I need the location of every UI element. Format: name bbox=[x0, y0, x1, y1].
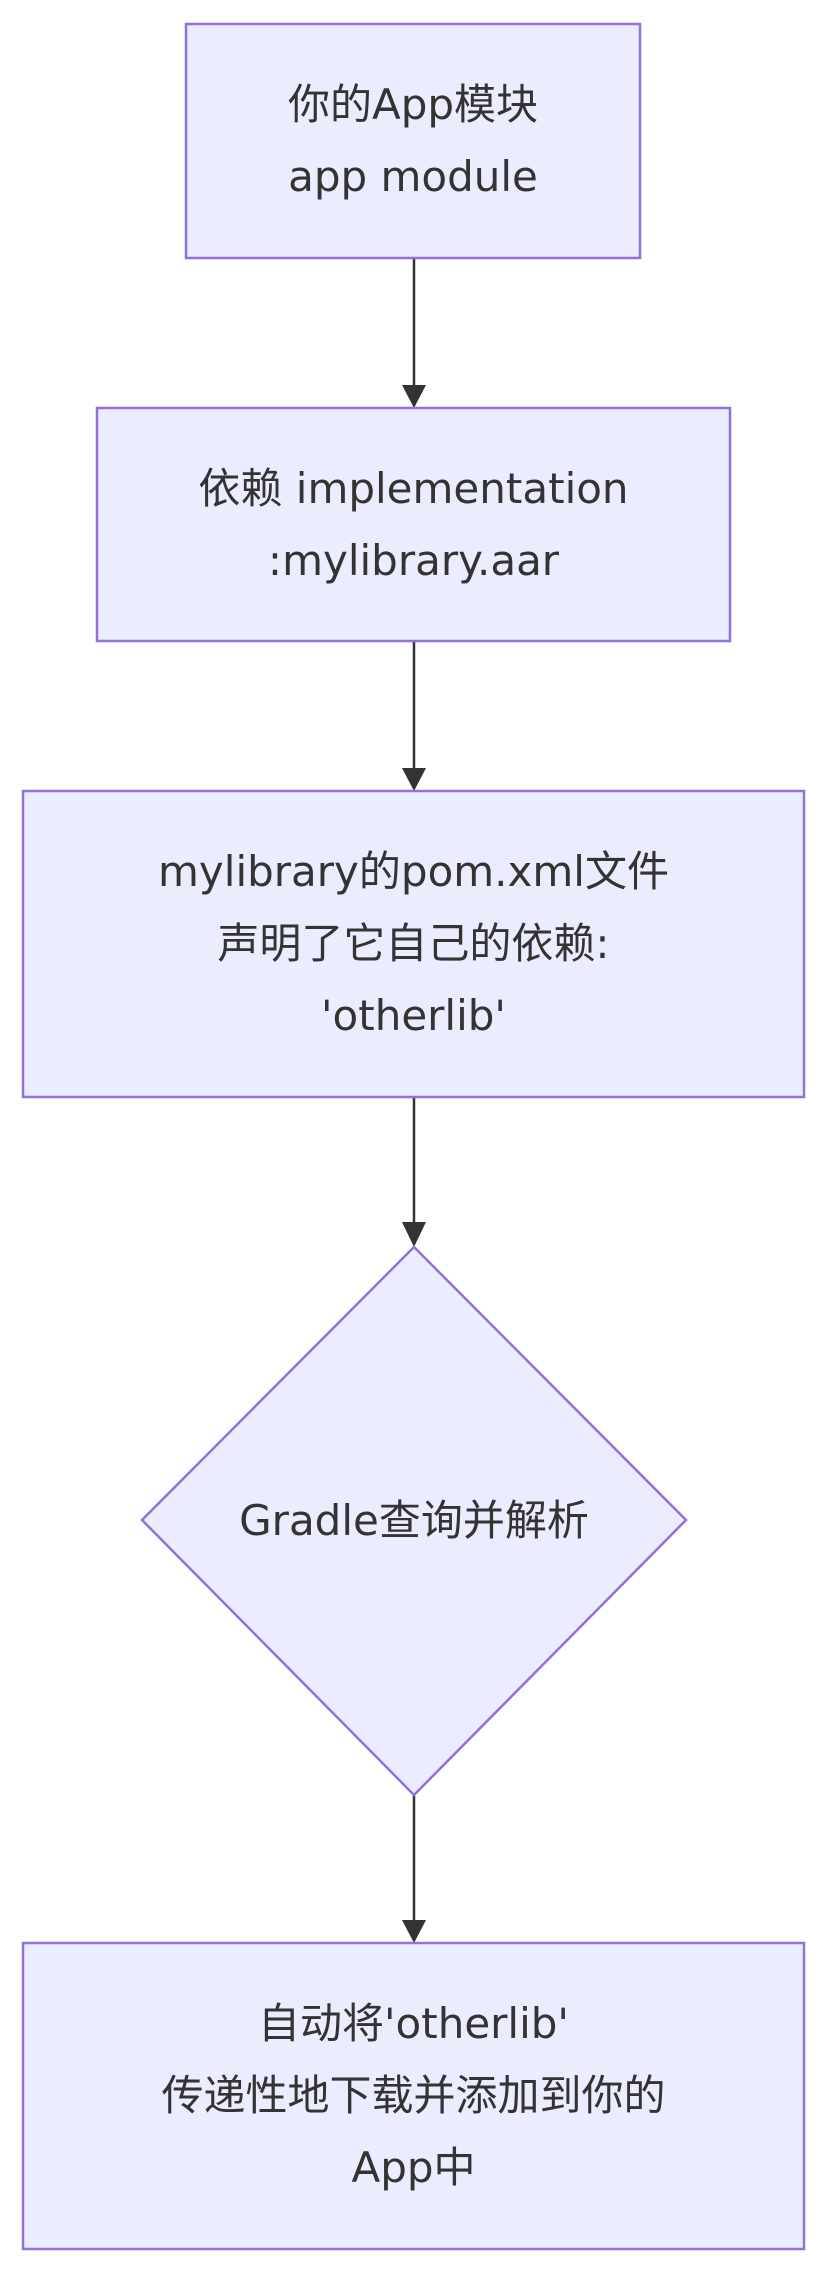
node-app-module-line2: app module bbox=[288, 152, 538, 201]
node-pom-label: mylibrary的pom.xml文件 声明了它自己的依赖: 'otherlib… bbox=[23, 791, 804, 1097]
node-result-line3: App中 bbox=[351, 2143, 476, 2192]
node-result-line2: 传递性地下载并添加到你的 bbox=[161, 2071, 666, 2120]
node-result bbox=[21, 1941, 806, 2251]
arrow-head-app-to-dependency bbox=[402, 385, 426, 408]
node-pom-line2: 声明了它自己的依赖: bbox=[217, 919, 610, 968]
node-app-module-line1: 你的App模块 bbox=[287, 80, 539, 129]
node-gradle-label: Gradle查询并解析 bbox=[142, 1247, 686, 1795]
node-dependency-label: 依赖 implementation :mylibrary.aar bbox=[97, 408, 730, 641]
node-dependency-line2: :mylibrary.aar bbox=[267, 535, 560, 585]
node-gradle-line1: Gradle查询并解析 bbox=[239, 1496, 589, 1545]
node-app-module-label: 你的App模块 app module bbox=[186, 24, 640, 258]
node-gradle-decision bbox=[140, 1245, 688, 1797]
node-app-module bbox=[184, 22, 642, 260]
node-result-line1: 自动将'otherlib' bbox=[258, 1999, 569, 2048]
node-pom bbox=[21, 789, 806, 1099]
node-pom-line1: mylibrary的pom.xml文件 bbox=[158, 847, 669, 896]
arrow-head-gradle-to-result bbox=[402, 1920, 426, 1943]
node-result-label: 自动将'otherlib' 传递性地下载并添加到你的 App中 bbox=[23, 1943, 804, 2249]
node-dependency bbox=[95, 406, 732, 643]
node-dependency-line1: 依赖 implementation bbox=[198, 463, 629, 513]
arrow-head-pom-to-gradle bbox=[402, 1222, 426, 1247]
node-pom-line3: 'otherlib' bbox=[321, 991, 506, 1040]
arrow-head-dependency-to-pom bbox=[402, 768, 426, 791]
